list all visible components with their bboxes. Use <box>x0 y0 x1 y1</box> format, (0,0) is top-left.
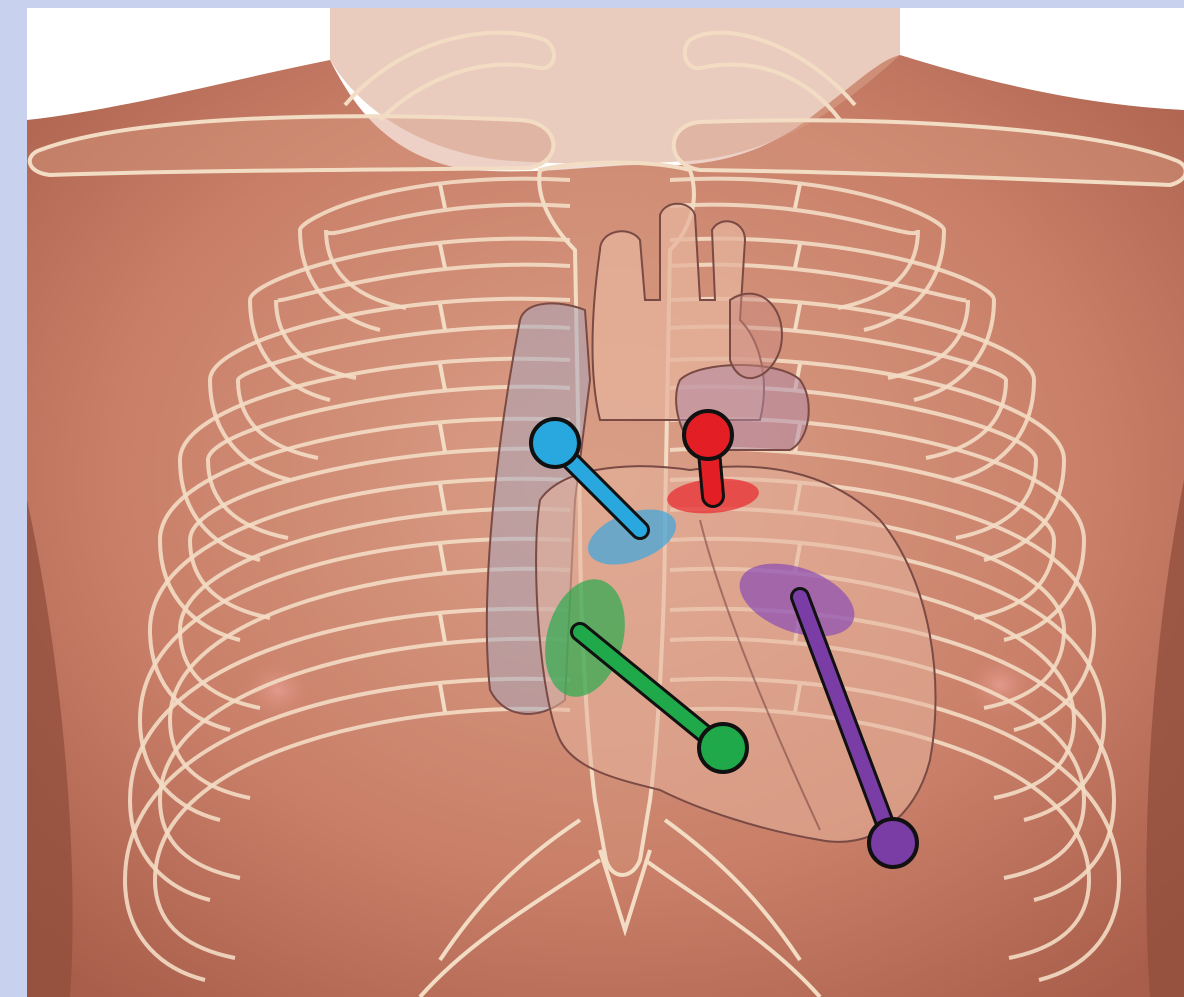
blue-marker-knob <box>531 419 579 467</box>
purple-marker-knob <box>869 819 917 867</box>
red-marker-knob <box>684 411 732 459</box>
green-marker-knob <box>699 724 747 772</box>
